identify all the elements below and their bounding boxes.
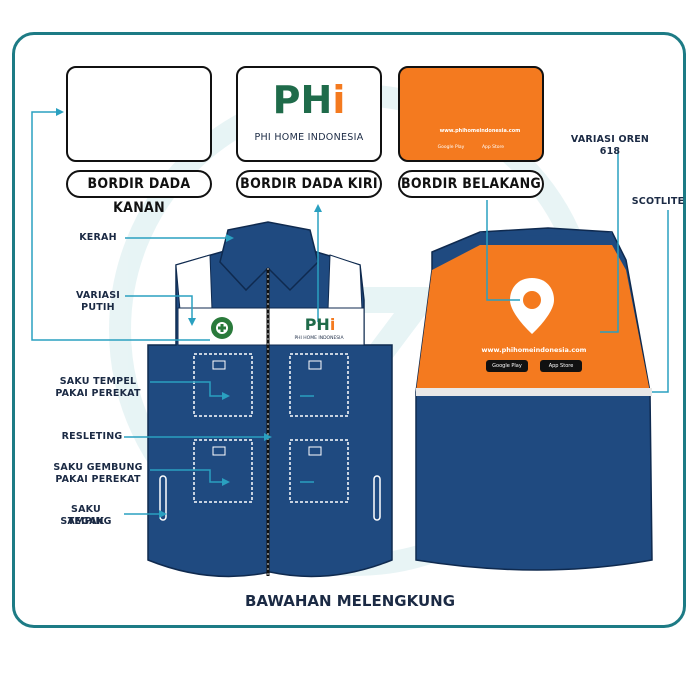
card-right-chest — [66, 66, 212, 162]
card-back-apple-label: App Store — [481, 145, 505, 150]
back-apple-badge — [540, 360, 582, 372]
front-side-pocket-right — [373, 475, 381, 521]
back-google-badge — [486, 360, 528, 372]
card-phi-ph: PH — [272, 78, 333, 122]
callout-saku-gembung-2: PAKAI PEREKAT — [55, 474, 141, 485]
front-shoulder-white-right — [327, 254, 363, 311]
callout-saku-tempel-1: SAKU TEMPEL — [59, 376, 137, 387]
back-scotlite-band — [416, 388, 652, 396]
callout-saku-samping-1: SAKU SAMPING — [60, 504, 112, 527]
card-left-chest: PHi PHI HOME INDONESIA — [236, 66, 382, 162]
front-shoulder-white-left — [175, 254, 213, 311]
callout-variasi-oren: VARIASI OREN 618 — [570, 134, 650, 157]
back-apple-label: App Store — [548, 363, 574, 369]
label-bordir-dada-kiri: BORDIR DADA KIRI — [236, 170, 382, 198]
callout-saku-samping-2: TEGAK — [67, 516, 105, 527]
callout-variasi-putih-2: PUTIH — [81, 302, 115, 313]
diagram-frame — [12, 32, 686, 628]
front-vest — [147, 221, 393, 578]
card-back-url: www.phihomeindonesia.com — [439, 128, 521, 134]
front-side-pocket-left — [159, 475, 167, 521]
front-phi-ph: PH — [304, 315, 330, 334]
callout-variasi-putih-1: VARIASI — [75, 290, 121, 301]
footer-title: BAWAHAN MELENGKUNG — [244, 592, 456, 610]
callout-saku-gembung-1: SAKU GEMBUNG — [53, 462, 143, 473]
front-white-band — [177, 307, 365, 346]
label-bordir-belakang: BORDIR BELAKANG — [398, 170, 544, 198]
callout-lines — [31, 111, 669, 515]
front-phi-logo: PHi — [296, 316, 344, 334]
card-company-name: PHI HOME INDONESIA — [254, 132, 364, 143]
card-phi-i: i — [332, 78, 346, 122]
callout-saku-tempel-2: PAKAI PEREKAT — [55, 388, 141, 399]
back-google-label: Google Play — [492, 363, 522, 369]
front-gear-logo — [211, 317, 233, 339]
card-back-google-label: Google Play — [437, 145, 465, 150]
callout-scotlite: SCOTLITE — [631, 196, 685, 207]
front-company-name: PHI HOME INDONESIA — [294, 336, 344, 341]
card-phi-logo: PHi — [238, 80, 380, 120]
label-bordir-dada-kanan: BORDIR DADA KANAN — [66, 170, 212, 216]
back-vest — [415, 227, 653, 571]
callout-kerah: KERAH — [79, 232, 117, 243]
back-pin-logo — [510, 278, 554, 334]
back-url: www.phihomeindonesia.com — [481, 346, 587, 354]
card-back: www.phihomeindonesia.com Google Play App… — [398, 66, 544, 162]
front-collar — [219, 221, 319, 292]
front-phi-i: i — [329, 315, 336, 334]
callout-resleting: RESLETING — [61, 431, 123, 442]
